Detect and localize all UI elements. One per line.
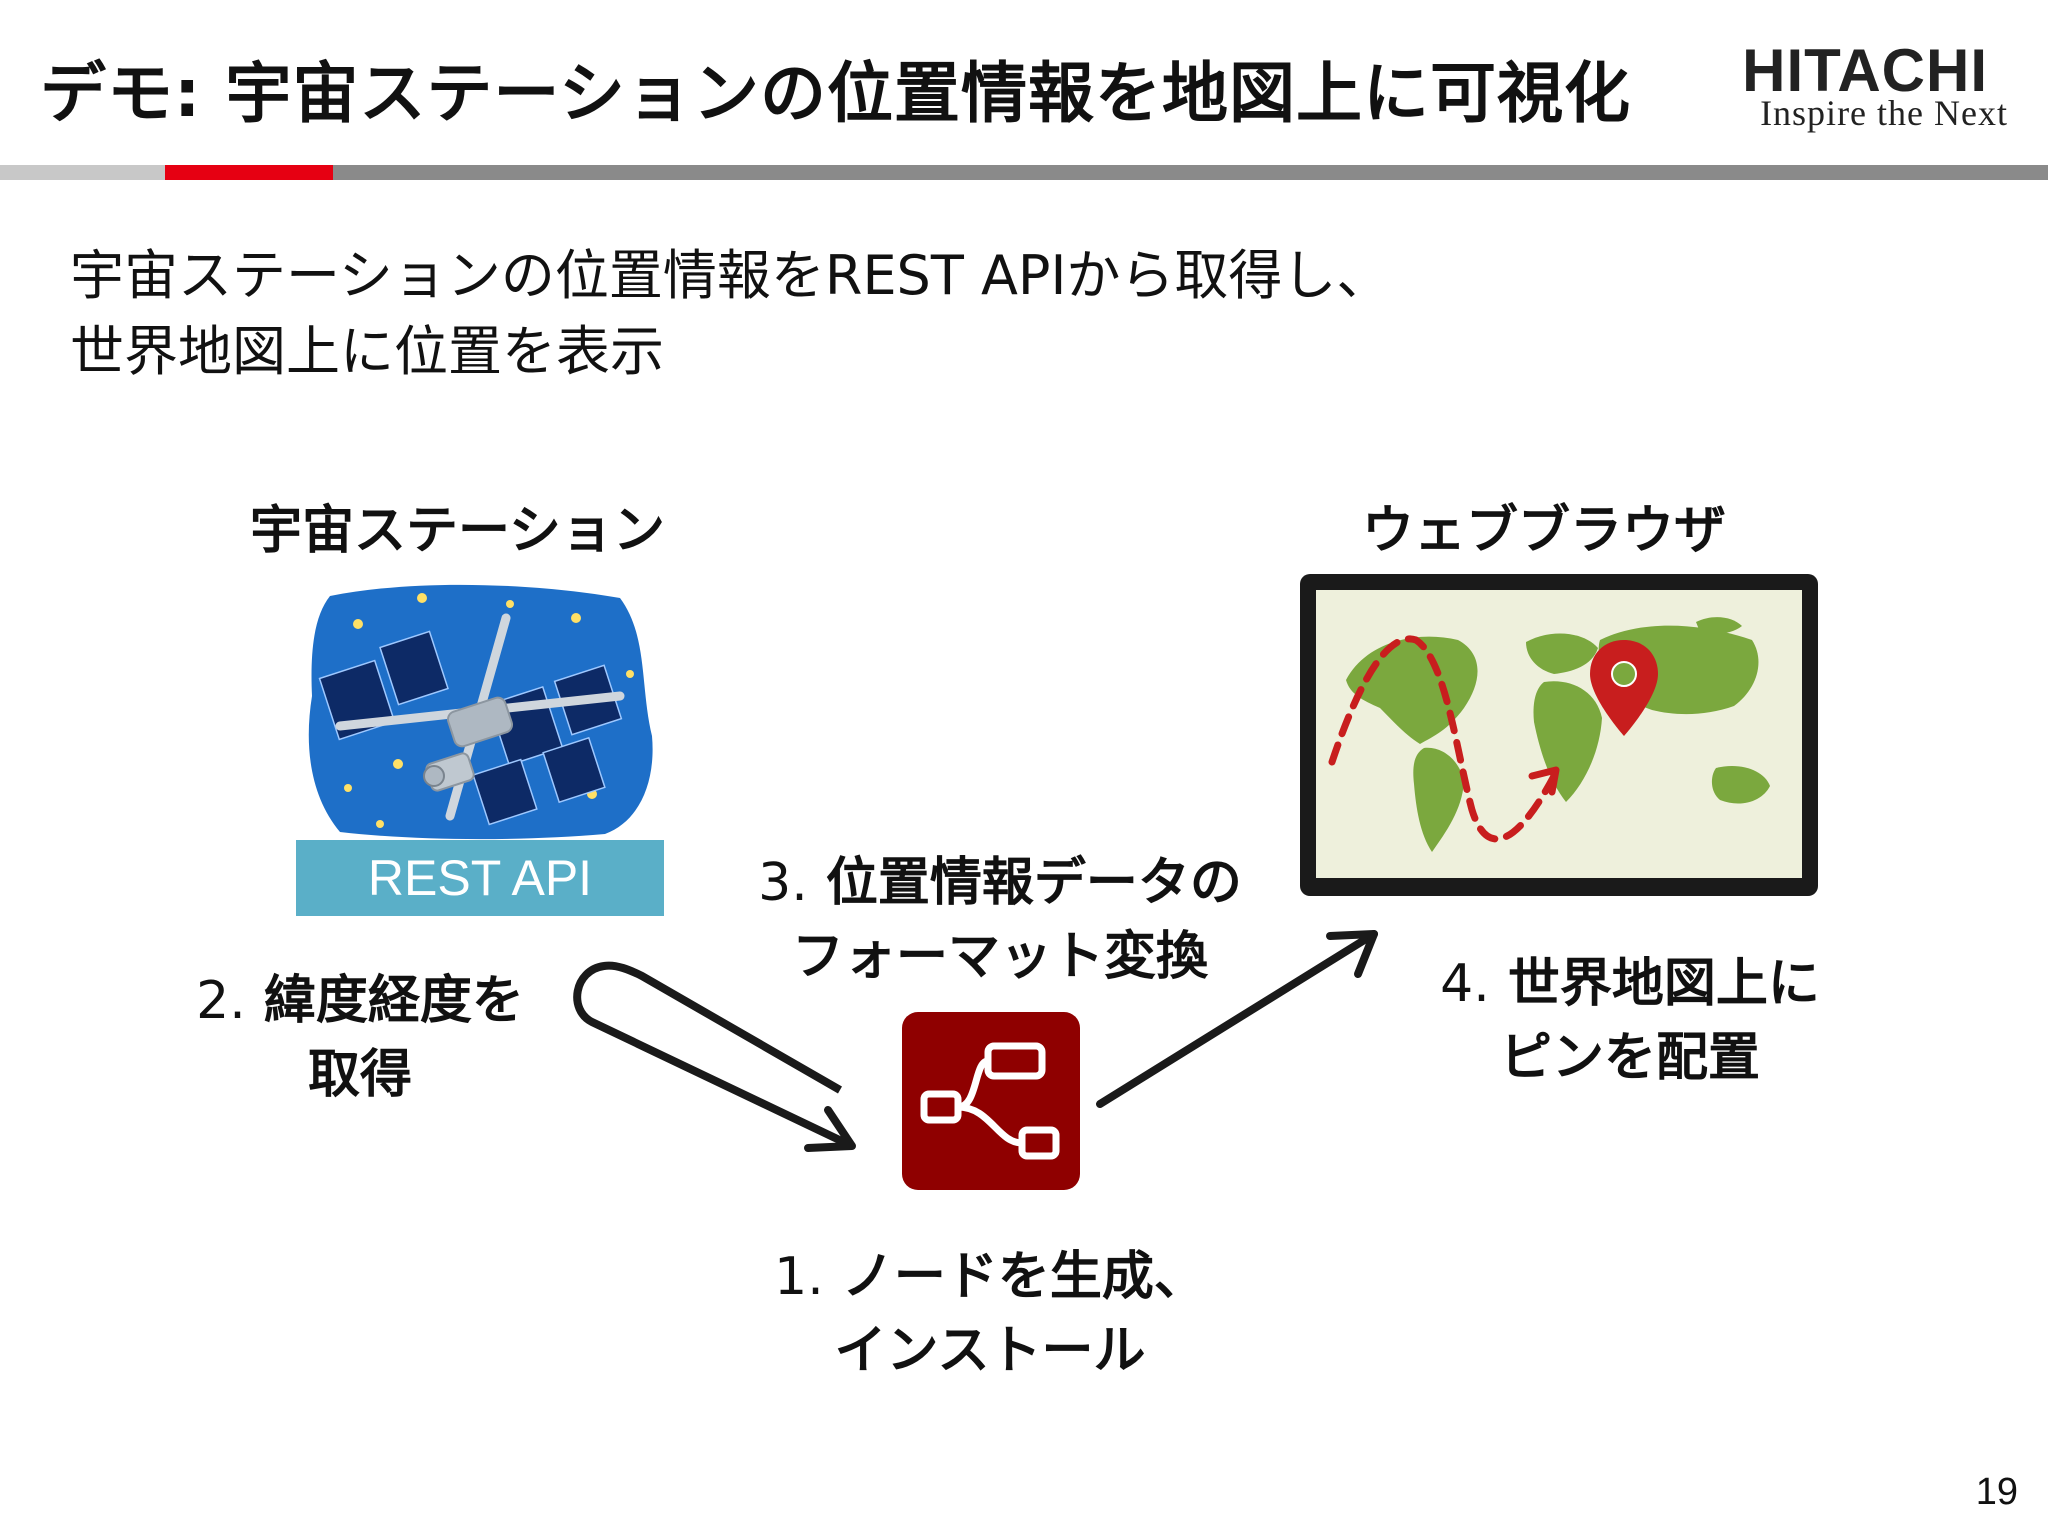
step-3-line-1: 位置情報データの xyxy=(825,853,1242,913)
space-station-icon xyxy=(308,584,653,840)
step-4-place-pin: 4. 世界地図上に ピンを配置 xyxy=(1400,947,1860,1095)
step-1-line-1: ノードを生成、 xyxy=(841,1247,1206,1307)
step-2-number: 2. xyxy=(196,971,246,1031)
slide-title: デモ: 宇宙ステーションの位置情報を地図上に可視化 xyxy=(40,55,1632,132)
hitachi-logo-tagline: Inspire the Next xyxy=(1760,93,2008,133)
intro-text: 宇宙ステーションの位置情報をREST APIから取得し、 世界地図上に位置を表示 xyxy=(70,238,1390,390)
step-3-line-2: フォーマット変換 xyxy=(791,927,1208,987)
step-4-number: 4. xyxy=(1440,954,1490,1014)
browser-label: ウェブブラウザ xyxy=(1362,501,1727,561)
page-number: 19 xyxy=(1975,1471,2018,1513)
step-3-format-convert: 3. 位置情報データの フォーマット変換 xyxy=(700,846,1300,994)
step-2-get-latlon: 2. 緯度経度を 取得 xyxy=(170,964,550,1112)
title-bar-red-segment xyxy=(165,165,333,180)
map-pin-icon xyxy=(1590,640,1658,736)
intro-line-2: 世界地図上に位置を表示 xyxy=(70,320,664,383)
step-2-line-2: 取得 xyxy=(307,1045,412,1105)
step-4-line-1: 世界地図上に xyxy=(1507,954,1820,1014)
step-1-number: 1. xyxy=(774,1247,824,1307)
step-4-line-2: ピンを配置 xyxy=(1499,1028,1760,1088)
title-bar-light-segment xyxy=(0,165,165,180)
step-1-line-2: インストール xyxy=(834,1321,1146,1381)
arrow-to-browser xyxy=(1096,930,1378,1108)
station-label: 宇宙ステーション xyxy=(250,501,665,561)
step-1-create-node: 1. ノードを生成、 インストール xyxy=(740,1240,1240,1388)
rest-api-label: REST API xyxy=(296,840,664,916)
loop-arrow-get-latlon xyxy=(573,961,856,1152)
node-red-icon xyxy=(902,1012,1080,1190)
title-bar-grey-segment xyxy=(333,165,2048,180)
step-3-number: 3. xyxy=(758,853,808,913)
browser-map-icon xyxy=(1300,574,1818,896)
hitachi-logo-brand: HITACHI xyxy=(1742,37,1988,104)
step-2-line-1: 緯度経度を xyxy=(263,971,524,1031)
intro-line-1: 宇宙ステーションの位置情報をREST APIから取得し、 xyxy=(70,244,1391,307)
